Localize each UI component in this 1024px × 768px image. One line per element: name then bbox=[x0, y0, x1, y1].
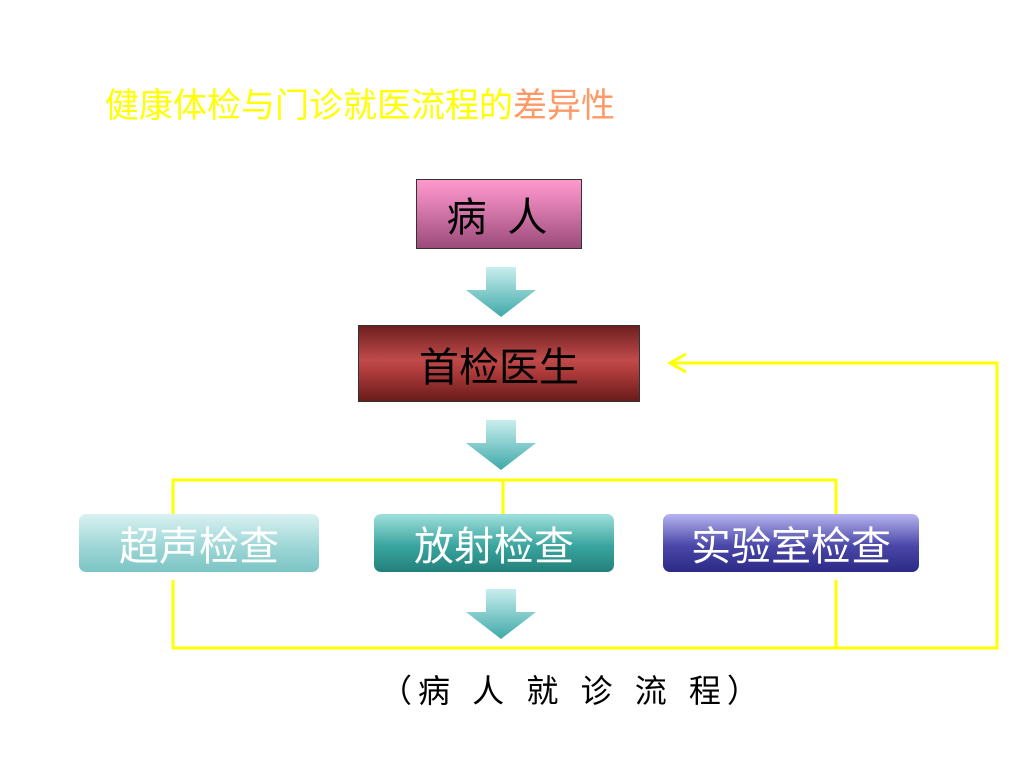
return-loop bbox=[171, 361, 999, 650]
radiology-exam-node: 放射检查 bbox=[374, 514, 614, 572]
lab-exam-node: 实验室检查 bbox=[663, 514, 919, 572]
first-doctor-node: 首检医生 bbox=[358, 325, 640, 402]
slide-title: 健康体检与门诊就医流程的差异性 bbox=[105, 84, 615, 128]
patient-node: 病 人 bbox=[416, 179, 582, 249]
left-arrowhead-icon bbox=[666, 352, 687, 374]
ultrasound-exam-node: 超声检查 bbox=[79, 514, 319, 572]
title-highlight: 差异性 bbox=[513, 86, 615, 126]
down-arrow-icon bbox=[466, 420, 536, 470]
diagram-caption: （病 人 就 诊 流 程） bbox=[380, 672, 765, 710]
down-arrow-icon bbox=[466, 589, 536, 639]
down-arrow-icon bbox=[466, 267, 536, 317]
title-main: 健康体检与门诊就医流程的 bbox=[105, 86, 513, 126]
top-bracket bbox=[171, 478, 838, 514]
